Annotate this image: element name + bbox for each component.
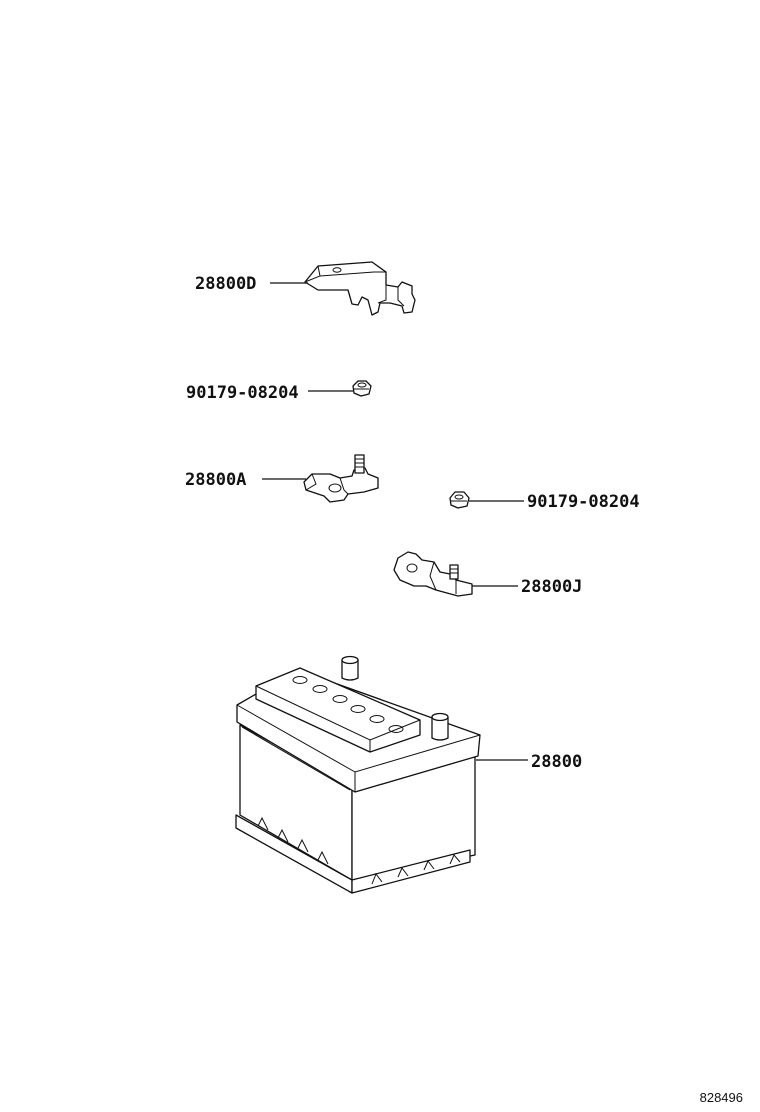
label-terminal-cover[interactable]: 28800D [195, 274, 256, 294]
battery-part[interactable] [235, 655, 481, 894]
label-nut-lower[interactable]: 90179-08204 [527, 492, 640, 512]
terminal-negative-part[interactable] [393, 551, 473, 597]
label-terminal-negative[interactable]: 28800J [521, 577, 582, 597]
label-nut-upper[interactable]: 90179-08204 [186, 383, 299, 403]
terminal-cover-part[interactable] [304, 261, 416, 316]
reference-number: 828496 [700, 1090, 743, 1105]
terminal-positive-part[interactable] [303, 454, 379, 503]
nut-upper-part[interactable] [352, 380, 372, 397]
label-terminal-positive[interactable]: 28800A [185, 470, 246, 490]
nut-lower-part[interactable] [449, 491, 470, 509]
label-battery[interactable]: 28800 [531, 752, 582, 772]
